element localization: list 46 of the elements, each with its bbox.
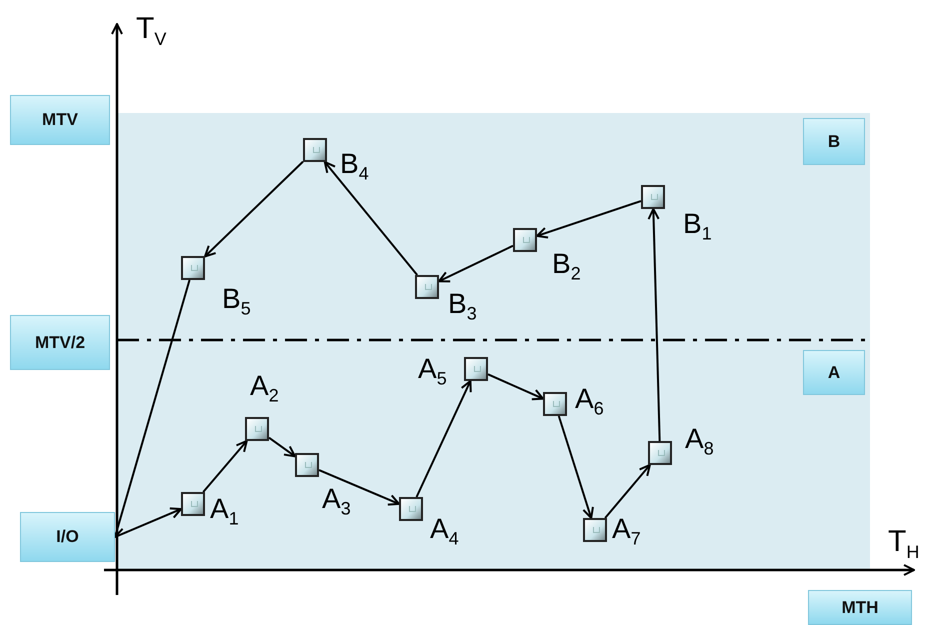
state-label: B$_{4}$ (340, 150, 369, 183)
state-label: A$_{7}$ (612, 515, 641, 548)
arrow (558, 416, 594, 519)
marker-tag: B (803, 118, 865, 165)
state-label: A$_{5}$ (418, 355, 447, 388)
state-square (464, 357, 488, 381)
state-label: A$_{2}$ (250, 372, 279, 405)
state-square (513, 228, 537, 252)
marker-tag: MTH (808, 590, 912, 625)
state-square (295, 453, 319, 477)
state-label: A$_{4}$ (430, 515, 459, 548)
state-square (641, 185, 665, 209)
state-square (181, 492, 205, 516)
state-square (415, 275, 439, 299)
state-square (245, 417, 269, 441)
axis-label: T$_{H}$ (888, 527, 920, 561)
arrow (604, 464, 651, 519)
arrow (416, 380, 472, 498)
state-square (303, 138, 327, 162)
state-label: B$_{1}$ (683, 210, 712, 243)
arrow (536, 200, 642, 239)
marker-tag: MTV/2 (10, 315, 110, 370)
arrow (204, 160, 304, 258)
state-label: A$_{6}$ (575, 385, 604, 418)
state-square (543, 392, 567, 416)
arrow (268, 436, 296, 458)
axis-label: T$_{V}$ (136, 14, 166, 48)
state-label: B$_{3}$ (448, 290, 477, 323)
arrow (318, 469, 400, 506)
state-square (181, 256, 205, 280)
state-square (583, 518, 607, 542)
arrow (202, 440, 248, 493)
state-label: A$_{3}$ (322, 485, 351, 518)
marker-tag: A (803, 350, 865, 395)
state-label: B$_{2}$ (552, 250, 581, 283)
marker-tag: I/O (20, 512, 115, 562)
marker-tag: MTV (10, 95, 110, 145)
state-label: B$_{5}$ (222, 285, 251, 318)
arrow (648, 208, 661, 442)
state-label: A$_{8}$ (685, 425, 714, 458)
arrow (324, 161, 418, 276)
state-square (399, 497, 423, 521)
arrow (438, 244, 514, 282)
state-square (648, 441, 672, 465)
state-label: A$_{1}$ (210, 495, 239, 528)
arrow (488, 373, 544, 400)
